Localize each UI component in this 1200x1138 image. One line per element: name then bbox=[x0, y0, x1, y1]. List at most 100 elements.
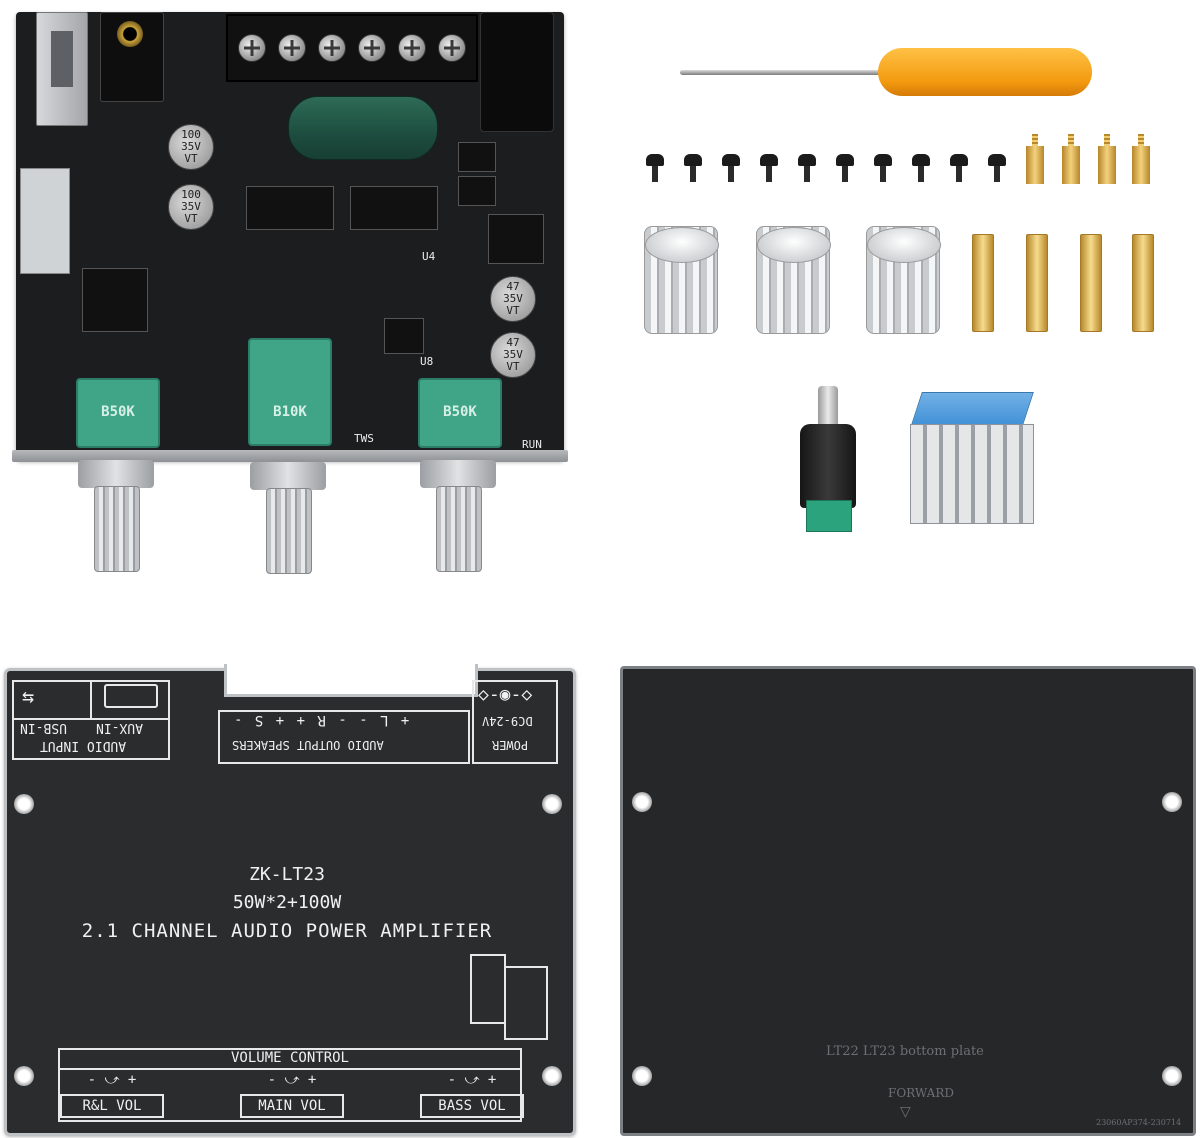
capacitor-47uf: 47 35V VT bbox=[490, 332, 536, 378]
pot-nut bbox=[250, 462, 326, 490]
screw bbox=[912, 154, 930, 184]
aux-in-label: AUX-IN bbox=[96, 720, 143, 735]
dc-polarity-icon: ◇-◉-◇ bbox=[478, 684, 533, 705]
screw bbox=[684, 154, 702, 184]
divider bbox=[90, 680, 92, 718]
screwdriver-shaft bbox=[680, 70, 890, 75]
brass-standoff-long bbox=[1026, 234, 1048, 332]
brass-standoff-long bbox=[1080, 234, 1102, 332]
plus-label: + bbox=[307, 1072, 317, 1088]
bluetooth-chip bbox=[82, 268, 148, 332]
bass-vol-label-box bbox=[420, 1094, 524, 1118]
potentiometer-main-vol[interactable]: B10K bbox=[248, 338, 332, 446]
model-name: ZK-LT23 bbox=[249, 864, 325, 885]
amplifier-chip bbox=[246, 186, 334, 230]
terminal-screw bbox=[398, 34, 426, 62]
dc-plug-body bbox=[800, 424, 856, 508]
terminal-screw bbox=[358, 34, 386, 62]
potentiometer-bass-vol[interactable]: B50K bbox=[418, 378, 502, 448]
regulator-chip bbox=[488, 214, 544, 264]
divider bbox=[58, 1068, 522, 1070]
pot-nut bbox=[78, 460, 154, 488]
board-front-bracket bbox=[12, 450, 568, 462]
bluetooth-antenna bbox=[20, 168, 70, 274]
minus-label: - bbox=[87, 1072, 97, 1088]
mounting-hole bbox=[542, 1066, 562, 1086]
rl-vol-indicator: - ⤻ + bbox=[87, 1072, 137, 1088]
amplifier-chip bbox=[350, 186, 438, 230]
rl-vol-label: R&L VOL bbox=[82, 1098, 142, 1114]
brass-standoff-long bbox=[972, 234, 994, 332]
volume-control-title: VOLUME CONTROL bbox=[230, 1050, 349, 1066]
mounting-hole bbox=[1162, 792, 1182, 812]
u8-label: U8 bbox=[420, 355, 434, 368]
capacitor-label: 100 35V VT bbox=[181, 188, 201, 225]
pot-shaft[interactable] bbox=[436, 486, 482, 572]
diode bbox=[458, 142, 496, 172]
aux-icon bbox=[104, 684, 158, 708]
screw bbox=[760, 154, 778, 184]
ic-chip bbox=[384, 318, 424, 354]
potentiometer-value: B50K bbox=[101, 404, 135, 420]
screwdriver-handle bbox=[878, 48, 1092, 96]
capacitor-100uf: 100 35V VT bbox=[168, 184, 214, 230]
brass-standoff-short bbox=[1026, 134, 1044, 186]
u4-label: U4 bbox=[422, 250, 436, 263]
capacitor-47uf: 47 35V VT bbox=[490, 276, 536, 322]
screw bbox=[836, 154, 854, 184]
audio-input-title: AUDIO INPUT bbox=[40, 738, 127, 753]
main-vol-label: MAIN VOL bbox=[258, 1098, 326, 1114]
brass-standoff-short bbox=[1062, 134, 1080, 186]
pot-shaft[interactable] bbox=[266, 488, 312, 574]
audio-output-title: AUDIO OUTPUT SPEAKERS bbox=[232, 738, 384, 752]
pot-nut bbox=[420, 460, 496, 488]
large-capacitor bbox=[288, 96, 438, 160]
pot-shaft[interactable] bbox=[94, 486, 140, 572]
aluminum-knob bbox=[866, 226, 941, 334]
screw bbox=[646, 154, 664, 184]
forward-label: FORWARD bbox=[888, 1086, 954, 1100]
plate-notch bbox=[224, 664, 478, 697]
divider bbox=[12, 718, 170, 720]
audio-output-box bbox=[218, 710, 470, 764]
diode bbox=[458, 176, 496, 206]
rl-vol-label-box bbox=[60, 1094, 164, 1118]
bass-vol-label: BASS VOL bbox=[438, 1098, 506, 1114]
dc-plug-barrel bbox=[818, 386, 838, 426]
bass-vol-indicator: - ⤻ + bbox=[447, 1072, 497, 1088]
speaker-icon bbox=[504, 966, 548, 1040]
minus-label: - bbox=[447, 1072, 457, 1088]
screw bbox=[988, 154, 1006, 184]
capacitor-label: 47 35V VT bbox=[503, 336, 523, 373]
brass-standoff-short bbox=[1098, 134, 1116, 186]
terminal-screw bbox=[318, 34, 346, 62]
main-vol-indicator: - ⤻ + bbox=[267, 1072, 317, 1088]
usb-port bbox=[36, 12, 88, 126]
heatsink-fins bbox=[910, 424, 1034, 524]
screw bbox=[950, 154, 968, 184]
aluminum-knob bbox=[756, 226, 831, 334]
aux-jack bbox=[100, 12, 164, 102]
mounting-hole bbox=[632, 792, 652, 812]
potentiometer-rl-vol[interactable]: B50K bbox=[76, 378, 160, 448]
forward-arrow-icon: ▽ bbox=[900, 1104, 911, 1120]
screw bbox=[874, 154, 892, 184]
brass-standoff-short bbox=[1132, 134, 1150, 186]
dc-plug-terminal bbox=[806, 500, 852, 532]
bottom-plate-label: LT22 LT23 bottom plate bbox=[826, 1044, 984, 1059]
top-cover-plate bbox=[4, 668, 576, 1136]
power-voltage-label: DC9-24V bbox=[482, 714, 533, 728]
speaker-terminal-block bbox=[226, 14, 478, 82]
terminal-screw bbox=[278, 34, 306, 62]
dc-power-jack bbox=[480, 12, 554, 132]
plus-label: + bbox=[487, 1072, 497, 1088]
screw bbox=[722, 154, 740, 184]
bottom-cover-plate bbox=[620, 666, 1196, 1136]
power-box bbox=[472, 680, 558, 764]
potentiometer-value: B50K bbox=[443, 404, 477, 420]
speaker-terminal-labels: + L - - R + + S - bbox=[232, 712, 410, 728]
terminal-screw bbox=[238, 34, 266, 62]
mounting-hole bbox=[14, 794, 34, 814]
speaker-icon bbox=[470, 954, 506, 1024]
volume-control-box bbox=[58, 1048, 522, 1122]
